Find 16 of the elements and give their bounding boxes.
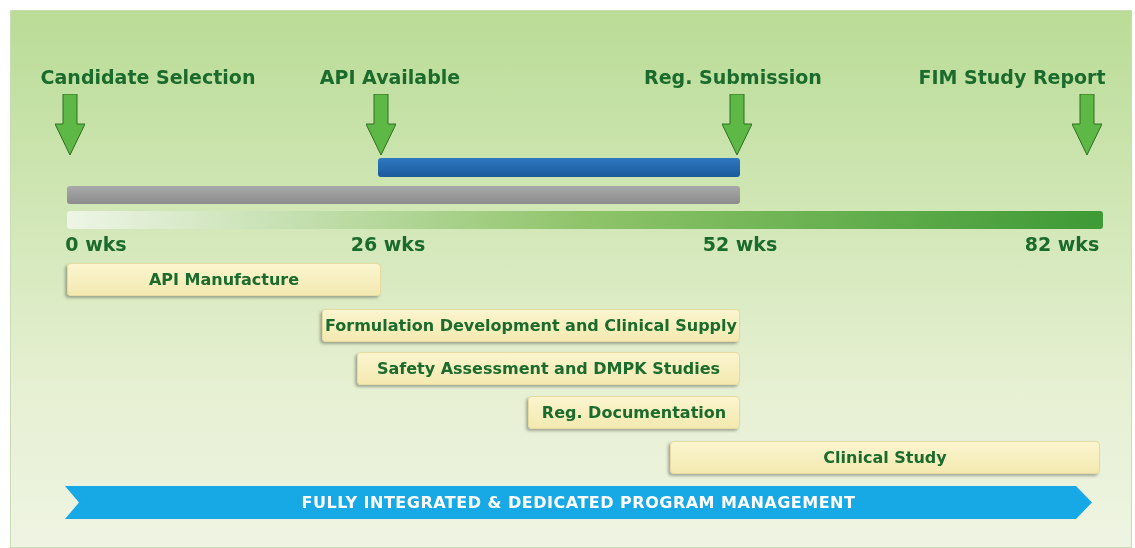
week-tick-label: 26 wks bbox=[350, 233, 426, 255]
task-bar: Safety Assessment and DMPK Studies bbox=[357, 352, 740, 385]
task-bar: Reg. Documentation bbox=[528, 396, 740, 429]
task-bar: Clinical Study bbox=[670, 441, 1100, 474]
timeline-bar bbox=[378, 158, 740, 177]
timeline-bar bbox=[67, 211, 1103, 229]
milestone-label: Reg. Submission bbox=[644, 66, 822, 88]
task-bar: Formulation Development and Clinical Supply bbox=[322, 309, 740, 342]
milestone-label: FIM Study Report bbox=[918, 66, 1106, 88]
milestone-label: Candidate Selection bbox=[40, 66, 256, 88]
timeline-bar bbox=[67, 186, 740, 204]
week-tick-label: 52 wks bbox=[702, 233, 778, 255]
week-tick-label: 82 wks bbox=[1024, 233, 1100, 255]
milestone-label: API Available bbox=[319, 66, 461, 88]
task-bar: API Manufacture bbox=[67, 263, 381, 296]
week-tick-label: 0 wks bbox=[65, 233, 127, 255]
